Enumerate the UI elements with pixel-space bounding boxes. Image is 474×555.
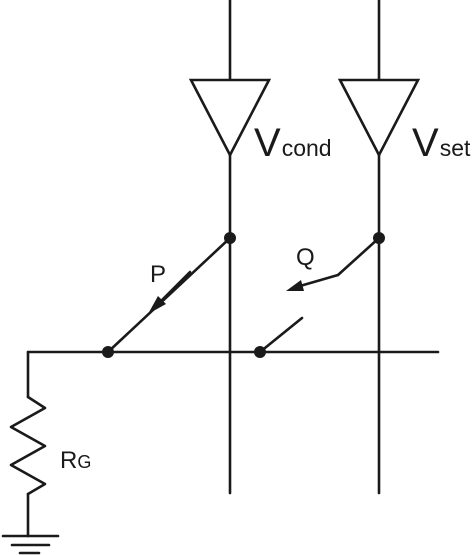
arrow-q-icon	[286, 273, 340, 291]
vcond-diode-triangle	[188, 78, 272, 158]
switch-q-lower-blade	[258, 316, 304, 354]
junction-dot-vcond	[224, 232, 236, 244]
vset-label: Vset	[412, 121, 471, 165]
ground-icon	[1, 534, 60, 555]
switch-q-label: Q	[296, 244, 315, 271]
switch-p-label: P	[150, 261, 166, 288]
vset-diode-triangle	[337, 78, 421, 158]
junction-dot-p	[102, 346, 114, 358]
resistor-label: RG	[60, 447, 91, 474]
switch-q-upper-blade	[336, 236, 381, 277]
junction-dot-q	[254, 346, 266, 358]
vcond-label: Vcond	[254, 121, 332, 165]
resistor-zigzag	[9, 395, 47, 496]
junction-dot-vset	[373, 232, 385, 244]
arrow-p-icon	[148, 270, 192, 314]
switch-p-blade	[106, 236, 232, 354]
